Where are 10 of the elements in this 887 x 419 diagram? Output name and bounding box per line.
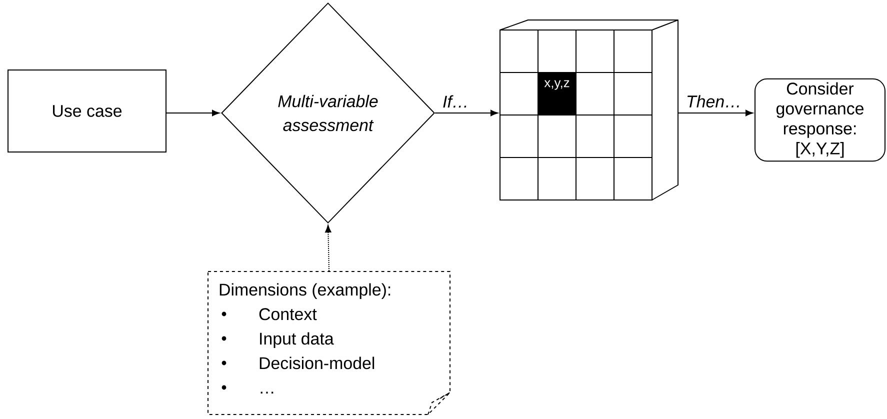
- response-box: Consider governance response: [X,Y,Z]: [754, 78, 886, 162]
- process-box: Use case: [8, 70, 166, 152]
- arrow: [434, 110, 498, 116]
- arrow: [166, 110, 220, 116]
- arrow: [678, 110, 754, 116]
- edge-label: If…: [443, 95, 466, 108]
- edge-label: Then…: [688, 95, 739, 108]
- grid-cube-drawing: x,y,z: [500, 20, 678, 200]
- arrow: [325, 225, 332, 272]
- note-card: Dimensions (example): Context Input data Decision-model …: [208, 271, 450, 415]
